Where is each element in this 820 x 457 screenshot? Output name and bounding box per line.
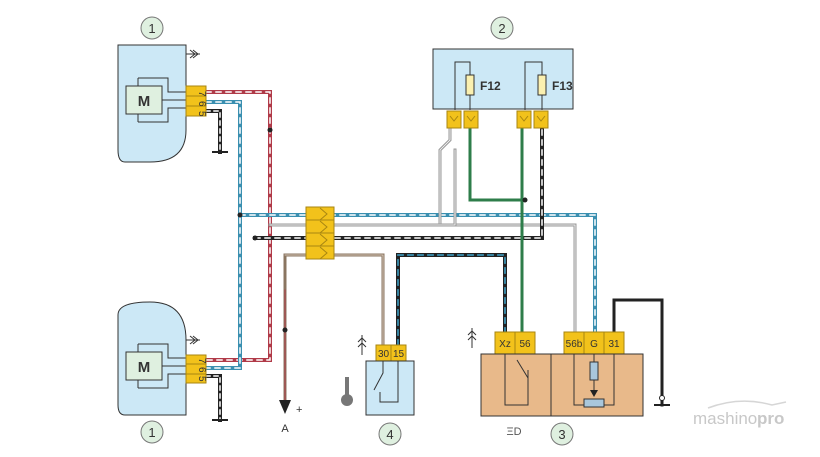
range-control-switch: Xz 56 56b G 31 ΞD 3 [467, 328, 644, 446]
wire-top-pin5-ground [204, 109, 222, 154]
pin-56: 56 [519, 339, 531, 350]
wires [204, 90, 670, 422]
pin-6: 6 [196, 101, 207, 107]
antenna-symbol [357, 335, 367, 355]
fuse-box: F12 F13 2 [432, 16, 574, 129]
watermark-part2: pro [757, 409, 784, 428]
headlight-symbol [186, 49, 200, 59]
callout-3: 3 [558, 427, 565, 442]
fuse-terminals [446, 110, 549, 129]
pin-31: 31 [608, 339, 620, 350]
pin-7: 7 [196, 91, 207, 97]
callout-4: 4 [386, 427, 393, 442]
actuator-top: M 7 6 5 1 [117, 16, 207, 163]
watermark: mashino pro [693, 400, 787, 428]
wire-blue-black-xz [396, 253, 507, 347]
motor-label: M [138, 359, 151, 376]
motor-label: M [138, 93, 151, 110]
connector-a-label: A [281, 423, 289, 435]
pin-5: 5 [196, 111, 207, 117]
wire-black-ground [612, 298, 664, 407]
wire-black-white-bus [253, 126, 544, 240]
wire-grey-56b [438, 126, 577, 334]
pin-6: 6 [196, 367, 207, 373]
key-icon [341, 377, 353, 406]
wire-green-56 [468, 126, 527, 202]
watermark-part1: mashino [693, 409, 757, 428]
low-beam-symbol: ΞD [506, 426, 521, 438]
antenna-symbol [467, 328, 477, 348]
wire-blue-white-bus [238, 213, 597, 334]
pin-g: G [590, 339, 598, 350]
pin-xz: Xz [499, 339, 511, 350]
ground-symbol [212, 151, 670, 421]
fuse-f13: F13 [552, 79, 573, 93]
ignition-switch: 30 15 4 [341, 335, 415, 446]
fuse-f12: F12 [480, 79, 501, 93]
multi-connector [305, 206, 335, 260]
headlight-symbol [186, 335, 200, 345]
wire-bottom-pin5-ground [204, 374, 222, 422]
pin-block: 7 6 5 [185, 354, 207, 384]
callout-1-top: 1 [148, 21, 155, 36]
pin-56b: 56b [566, 339, 583, 350]
pin-7: 7 [196, 358, 207, 364]
pin-block: 7 6 5 [185, 85, 207, 117]
pin-15: 15 [393, 349, 405, 360]
callout-1-bottom: 1 [148, 425, 155, 440]
pin-30: 30 [378, 349, 390, 360]
junction-dots [237, 127, 665, 401]
connector-a-arrow [279, 400, 291, 414]
callout-2: 2 [498, 21, 505, 36]
wire-top-pin6-blue-white [204, 100, 242, 370]
connector-a-polarity: + [296, 404, 302, 416]
actuator-bottom: M 7 6 5 1 [117, 301, 207, 444]
pin-5: 5 [196, 376, 207, 382]
